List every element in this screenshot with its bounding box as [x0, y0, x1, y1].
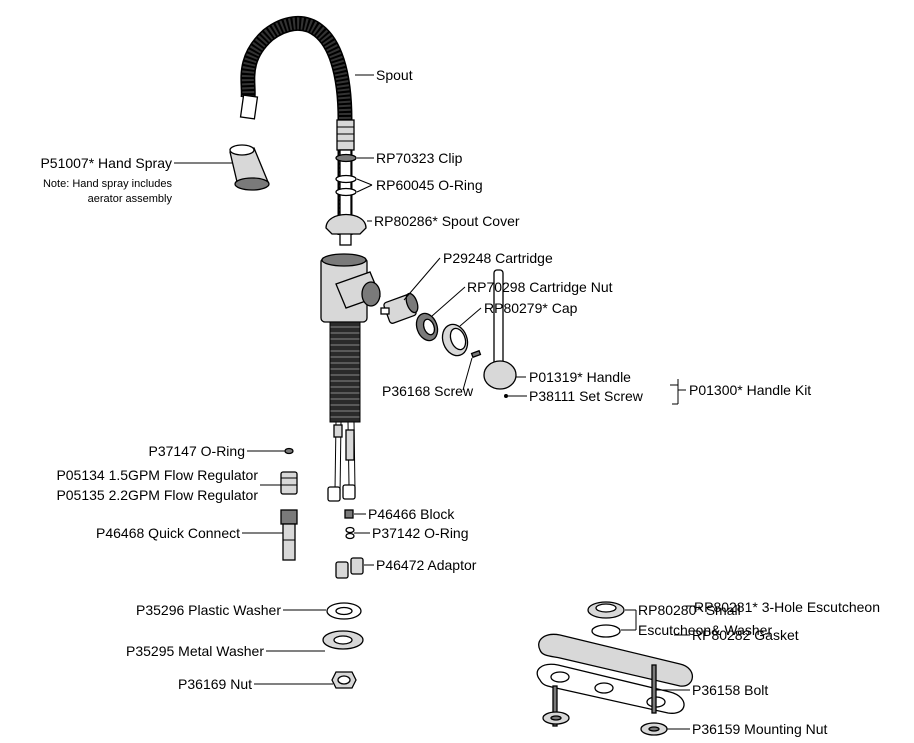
label-hand-spray: P51007* Hand Spray	[40, 155, 172, 171]
label-adaptor: P46472 Adaptor	[376, 557, 477, 573]
spout-cover-part	[325, 214, 367, 235]
label-bolt: P36158 Bolt	[692, 682, 768, 698]
set-screw-part	[504, 394, 508, 398]
clip-part	[335, 153, 357, 163]
label-flow-regulator-22: P05135 2.2GPM Flow Regulator	[56, 487, 258, 503]
faucet-body-part	[320, 253, 381, 502]
block-part	[344, 509, 354, 519]
plastic-washer-hole	[335, 606, 353, 616]
label-oring-60045: RP60045 O-Ring	[376, 177, 483, 193]
oring-60045-lower	[335, 187, 357, 197]
label-handle: P01319* Handle	[529, 369, 631, 385]
bolt-right-part	[651, 664, 657, 714]
label-cap: RP80279* Cap	[484, 300, 578, 316]
label-oring-37142: P37142 O-Ring	[372, 525, 469, 541]
nut-part	[331, 671, 357, 689]
label-escutcheon-3hole: RP80281* 3-Hole Escutcheon	[694, 599, 880, 615]
oring-37142-upper	[345, 526, 355, 534]
label-screw: P36168 Screw	[382, 383, 474, 399]
adaptor-part	[335, 557, 364, 579]
spout-part	[239, 15, 355, 246]
small-escutcheon-part	[587, 601, 625, 638]
leader-lines	[174, 74, 695, 730]
label-hand-spray-note-2: aerator assembly	[88, 193, 173, 205]
cartridge-part	[380, 292, 419, 324]
label-nut: P36169 Nut	[178, 676, 252, 692]
label-cartridge-nut: RP70298 Cartridge Nut	[467, 279, 613, 295]
label-set-screw: P38111 Set Screw	[529, 388, 644, 404]
label-spout: Spout	[376, 67, 413, 83]
label-mounting-nut: P36159 Mounting Nut	[692, 721, 828, 737]
flow-regulator-part	[280, 471, 298, 495]
label-plastic-washer: P35296 Plastic Washer	[136, 602, 281, 618]
cartridge-nut-hole	[422, 318, 436, 336]
metal-washer-hole	[333, 635, 353, 645]
mounting-nut-left-part	[542, 711, 570, 725]
label-metal-washer: P35295 Metal Washer	[126, 643, 264, 659]
mounting-nut-right-part	[640, 722, 668, 736]
label-cartridge: P29248 Cartridge	[443, 250, 553, 266]
cap-hole	[449, 327, 467, 351]
oring-60045-upper	[335, 174, 357, 184]
label-oring-37147: P37147 O-Ring	[148, 443, 245, 459]
hand-spray-part	[229, 144, 270, 191]
oring-37147-part	[284, 447, 294, 455]
bolt-left-part	[552, 685, 558, 727]
label-clip: RP70323 Clip	[376, 150, 463, 166]
screw-part	[470, 349, 482, 359]
label-small-escutcheon-2: Escutcheon& Washer	[638, 622, 772, 638]
label-flow-regulator-15: P05134 1.5GPM Flow Regulator	[56, 467, 258, 483]
label-gasket: RP80282 Gasket	[692, 627, 799, 643]
label-quick-connect: P46468 Quick Connect	[96, 525, 240, 541]
label-block: P46466 Block	[368, 506, 455, 522]
label-hand-spray-note-1: Note: Hand spray includes	[43, 178, 173, 190]
oring-37142-lower	[345, 532, 355, 540]
label-spout-cover: RP80286* Spout Cover	[374, 213, 520, 229]
label-small-escutcheon-1: RP80280* Small	[638, 602, 741, 618]
quick-connect-part	[280, 509, 298, 561]
handle-part	[483, 269, 517, 390]
label-handle-kit: P01300* Handle Kit	[689, 382, 811, 398]
